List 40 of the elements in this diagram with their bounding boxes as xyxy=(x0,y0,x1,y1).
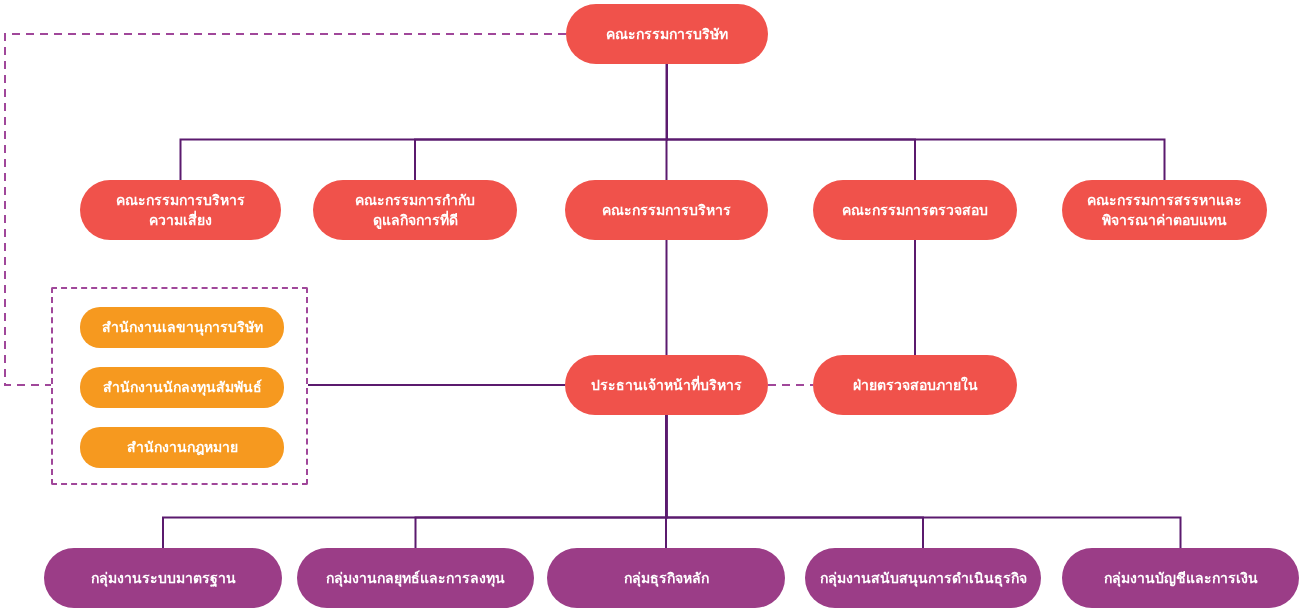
committee-box xyxy=(80,180,281,240)
committee-box xyxy=(1062,180,1267,240)
division-box xyxy=(297,548,534,608)
unit-name: สำนักงานกฎหมาย xyxy=(126,438,238,458)
dashed-connector xyxy=(767,384,814,386)
connector-line xyxy=(665,414,667,549)
unit-name: คณะกรรมการกำกับ ดูแลกิจการที่ดี xyxy=(354,190,476,231)
unit-name: คณะกรรมการตรวจสอบ xyxy=(842,200,988,220)
division-box xyxy=(547,548,785,608)
committee-box xyxy=(566,4,768,64)
unit-name: ประธานเจ้าหน้าที่บริหาร xyxy=(591,374,742,395)
office-box xyxy=(80,307,284,348)
unit-name: คณะกรรมการสรรหาและ พิจารณาค่าตอบแทน xyxy=(1086,190,1243,230)
committee-box xyxy=(565,355,768,415)
dashed-connector xyxy=(4,33,567,386)
division-box xyxy=(805,548,1041,608)
connector-line xyxy=(665,414,1182,549)
group-frame xyxy=(51,287,308,485)
unit-name: สำนักงานเลขานุการบริษัท xyxy=(101,318,263,338)
committee-box xyxy=(813,180,1017,240)
unit-name: กลุ่มธุรกิจหลัก xyxy=(623,568,709,589)
committee-box xyxy=(313,180,517,240)
connector-line xyxy=(307,384,566,386)
unit-name: ฝ่ายตรวจสอบภายใน xyxy=(852,375,978,395)
unit-name: กลุ่มงานกลยุทธ์และการลงทุน xyxy=(326,568,505,589)
connector-line xyxy=(914,239,916,356)
committee-box xyxy=(813,355,1017,415)
office-box xyxy=(80,427,284,468)
office-box xyxy=(80,367,284,408)
unit-name: คณะกรรมการบริหาร xyxy=(602,200,731,220)
unit-name: กลุ่มงานสนับสนุนการดำเนินธุรกิจ xyxy=(819,568,1027,589)
division-box xyxy=(1062,548,1299,608)
unit-name: สำนักงานนักลงทุนสัมพันธ์ xyxy=(102,378,262,398)
unit-name: กลุ่มงานบัญชีและการเงิน xyxy=(1103,568,1258,589)
unit-name: คณะกรรมการบริษัท xyxy=(606,24,728,44)
committee-box xyxy=(565,180,768,240)
unit-name: กลุ่มงานระบบมาตรฐาน xyxy=(90,568,236,589)
connector-line xyxy=(665,239,668,356)
division-box xyxy=(44,548,282,608)
unit-name: คณะกรรมการบริหาร ความเสี่ยง xyxy=(115,190,246,230)
